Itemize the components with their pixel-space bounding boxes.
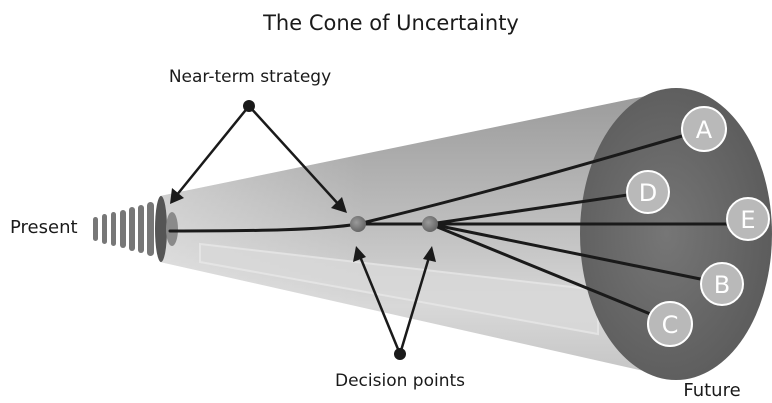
outcome-b: B [700, 262, 744, 306]
path-to-outcome-a [356, 130, 698, 226]
path-to-outcome-b [428, 222, 722, 285]
paths [168, 130, 742, 324]
near-term-strategy-arrows [170, 105, 347, 213]
decision-point-1 [350, 216, 366, 232]
decision-point-2 [422, 216, 438, 232]
decision-points-label: Decision points [335, 371, 465, 391]
outcome-b-label: B [714, 271, 730, 299]
outcome-d-label: D [639, 179, 657, 207]
outcome-a: A [681, 106, 727, 152]
outcome-a-label: A [696, 116, 713, 144]
path-to-outcome-d [428, 190, 650, 226]
future-label: Future [683, 380, 740, 401]
near-term-strategy-label: Near-term strategy [169, 67, 331, 87]
path-to-outcome-c [428, 222, 672, 324]
path-present-to-decision-1 [168, 222, 360, 233]
diagram-title: The Cone of Uncertainty [262, 11, 519, 35]
future-ellipse [580, 88, 772, 380]
outcome-d: D [626, 170, 670, 214]
outcome-e-label: E [740, 206, 755, 234]
present-label: Present [10, 217, 78, 238]
present-ripples [93, 202, 154, 256]
outcome-e: E [726, 197, 770, 241]
present-cap-inner [166, 212, 178, 246]
cone-inner-panel [199, 242, 599, 336]
decision-points-arrows [353, 246, 436, 355]
outcome-c: C [647, 301, 693, 347]
outcome-c-label: C [662, 311, 679, 339]
present-cap [155, 196, 167, 262]
